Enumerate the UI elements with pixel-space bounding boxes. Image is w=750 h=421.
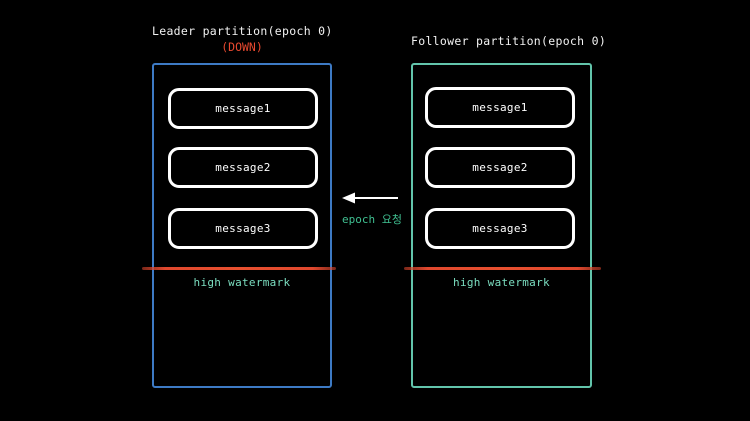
follower-message-2: message2: [425, 147, 575, 188]
leader-message-1: message1: [168, 88, 318, 129]
follower-high-watermark-label: high watermark: [453, 276, 550, 289]
leader-high-watermark-line: [142, 267, 336, 270]
follower-high-watermark-line: [404, 267, 601, 270]
follower-partition-title: Follower partition(epoch 0): [411, 34, 607, 48]
epoch-request-arrow-icon: [342, 192, 398, 204]
leader-partition-title: Leader partition(epoch 0): [152, 24, 333, 38]
leader-message-3: message3: [168, 208, 318, 249]
leader-message-2: message2: [168, 147, 318, 188]
leader-high-watermark-label: high watermark: [193, 276, 291, 289]
leader-partition-box: message1 message2 message3: [152, 63, 332, 388]
follower-partition-box: message1 message2 message3: [411, 63, 592, 388]
follower-message-3: message3: [425, 208, 575, 249]
epoch-request-label: epoch 요청: [342, 213, 402, 226]
leader-partition-status-down: (DOWN): [221, 40, 263, 54]
follower-message-1: message1: [425, 87, 575, 128]
